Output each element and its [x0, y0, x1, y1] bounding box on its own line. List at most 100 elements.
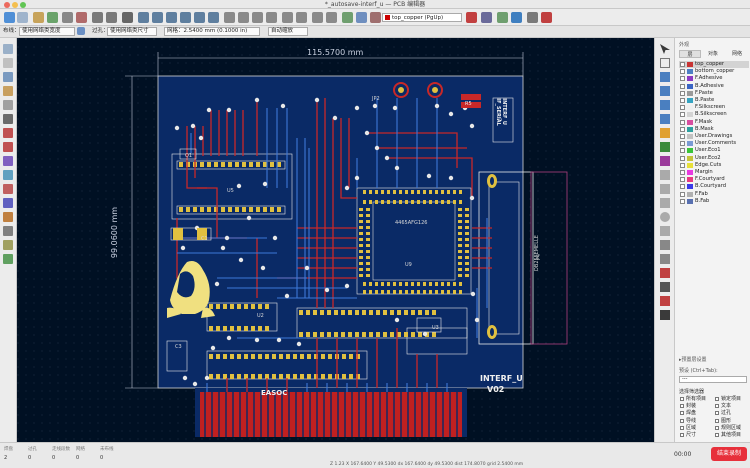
- layer-row[interactable]: Margin: [679, 169, 749, 176]
- ratsnest-icon[interactable]: [3, 128, 13, 138]
- layer-color-swatch[interactable]: [687, 191, 693, 197]
- route-diff-pair-icon[interactable]: [660, 100, 670, 110]
- netlist-icon[interactable]: [342, 12, 353, 23]
- print-icon[interactable]: [62, 12, 73, 23]
- filter-item[interactable]: 文本: [715, 403, 731, 409]
- layer-row[interactable]: Edge.Cuts: [679, 162, 749, 169]
- track-sketch-icon[interactable]: [3, 212, 13, 222]
- filter-checkbox[interactable]: [715, 397, 719, 401]
- curved-ratsnest-icon[interactable]: [3, 142, 13, 152]
- net-inspector-icon[interactable]: [3, 240, 13, 250]
- page-settings-icon[interactable]: [47, 12, 58, 23]
- layer-color-swatch[interactable]: [687, 76, 693, 82]
- layer-alignment-icon[interactable]: [660, 268, 670, 278]
- filter-checkbox[interactable]: [715, 411, 719, 416]
- tab-layers[interactable]: 层: [679, 50, 701, 58]
- cursor-shape-icon[interactable]: [3, 114, 13, 124]
- draw-line-icon[interactable]: [660, 170, 670, 180]
- layer-row[interactable]: F.Silkscreen: [679, 104, 749, 111]
- filter-item[interactable]: 尺寸: [680, 432, 696, 438]
- layer-row[interactable]: User.Drawings: [679, 133, 749, 140]
- layer-visibility-checkbox[interactable]: [680, 119, 685, 125]
- layer-row[interactable]: bottom_copper: [679, 68, 749, 75]
- stop-recording-button[interactable]: 结束录制: [711, 447, 747, 461]
- layer-visibility-checkbox[interactable]: [680, 134, 685, 139]
- filter-checkbox[interactable]: [680, 411, 684, 416]
- via-sketch-icon[interactable]: [3, 198, 13, 208]
- via-size-select[interactable]: 使用网络类尺寸: [107, 27, 157, 36]
- delete-tool-icon[interactable]: [660, 296, 670, 306]
- polar-coords-icon[interactable]: [3, 72, 13, 82]
- footprint-editor-icon[interactable]: [356, 12, 367, 23]
- draw-arc-icon[interactable]: [660, 184, 670, 194]
- layer-color-swatch[interactable]: [687, 155, 693, 161]
- layer-visibility-checkbox[interactable]: [680, 83, 685, 89]
- layer-color-swatch[interactable]: [687, 112, 693, 118]
- filter-checkbox[interactable]: [715, 418, 719, 423]
- board-setup-icon[interactable]: [33, 12, 44, 23]
- filter-checkbox[interactable]: [715, 404, 719, 409]
- layer-color-swatch[interactable]: [687, 69, 693, 75]
- zoom-objects-icon[interactable]: [194, 12, 205, 23]
- layer-color-swatch[interactable]: [687, 119, 693, 125]
- rotate-ccw-icon[interactable]: [224, 12, 235, 23]
- layer-row[interactable]: B.Paste: [679, 97, 749, 104]
- drill-origin-icon[interactable]: [660, 282, 670, 292]
- filter-item[interactable]: 过孔: [715, 410, 731, 416]
- filter-item[interactable]: 区域: [680, 425, 696, 431]
- layer-color-swatch[interactable]: [687, 83, 693, 89]
- tune-length-icon[interactable]: [660, 114, 670, 124]
- pcb-canvas[interactable]: 115.5700 mm 99.0600 mm INTERF_U V02 4465…: [17, 38, 654, 442]
- layer-color-swatch[interactable]: [687, 162, 693, 168]
- layer-row[interactable]: B.Silkscreen: [679, 111, 749, 118]
- filter-item[interactable]: 导线: [680, 418, 696, 424]
- tab-objects[interactable]: 对象: [707, 51, 718, 57]
- layer-color-swatch[interactable]: [687, 177, 693, 183]
- dimension-icon[interactable]: [660, 254, 670, 264]
- layer-row[interactable]: F.Adhesive: [679, 75, 749, 82]
- zoom-selection-icon[interactable]: [208, 12, 219, 23]
- layer-row[interactable]: F.Courtyard: [679, 176, 749, 183]
- zone-outline-icon[interactable]: [3, 170, 13, 180]
- layer-row[interactable]: User.Eco1: [679, 147, 749, 154]
- text-tool-icon[interactable]: [660, 240, 670, 250]
- layer-visibility-checkbox[interactable]: [680, 62, 685, 67]
- minimize-window-button[interactable]: [12, 2, 18, 8]
- zoom-window-button[interactable]: [20, 2, 26, 8]
- track-width-select[interactable]: 使用网络类宽度: [19, 27, 75, 36]
- filter-checkbox[interactable]: [680, 397, 684, 401]
- presets-select[interactable]: ---: [679, 376, 747, 383]
- zone-fill-icon[interactable]: [3, 156, 13, 166]
- filter-item[interactable]: 焊盘: [680, 410, 696, 416]
- layer-row[interactable]: top_copper: [679, 61, 749, 68]
- drc-icon[interactable]: [497, 12, 508, 23]
- find-icon[interactable]: [122, 12, 133, 23]
- filter-item[interactable]: 规则区域: [715, 425, 741, 431]
- mirror-h-icon[interactable]: [266, 12, 277, 23]
- layer-visibility-checkbox[interactable]: [680, 98, 685, 103]
- group-icon[interactable]: [282, 12, 293, 23]
- ungroup-icon[interactable]: [296, 12, 307, 23]
- layer-color-swatch[interactable]: [687, 134, 693, 139]
- filter-checkbox[interactable]: [715, 433, 719, 437]
- filter-checkbox[interactable]: [680, 418, 684, 423]
- layer-color-swatch[interactable]: [687, 148, 693, 154]
- layers-manager-icon[interactable]: [3, 254, 13, 264]
- layer-row[interactable]: User.Eco2: [679, 155, 749, 162]
- layer-row[interactable]: B.Adhesive: [679, 83, 749, 90]
- grid-select[interactable]: 网格：2.5400 mm (0.1000 in): [164, 27, 260, 36]
- high-contrast-icon[interactable]: [3, 226, 13, 236]
- undo-icon[interactable]: [92, 12, 103, 23]
- route-track-icon[interactable]: [660, 86, 670, 96]
- highlight-net-icon[interactable]: [660, 58, 670, 68]
- local-ratsnest-icon[interactable]: [660, 72, 670, 82]
- filter-checkbox[interactable]: [680, 404, 684, 409]
- new-board-icon[interactable]: [4, 12, 15, 23]
- filter-checkbox[interactable]: [680, 425, 684, 430]
- save-icon[interactable]: [17, 12, 28, 23]
- rule-area-icon[interactable]: [660, 156, 670, 166]
- measure-tool-icon[interactable]: [660, 310, 670, 320]
- scripting-icon[interactable]: [481, 12, 492, 23]
- layer-visibility-checkbox[interactable]: [680, 112, 685, 118]
- layer-row[interactable]: B.Fab: [679, 198, 749, 205]
